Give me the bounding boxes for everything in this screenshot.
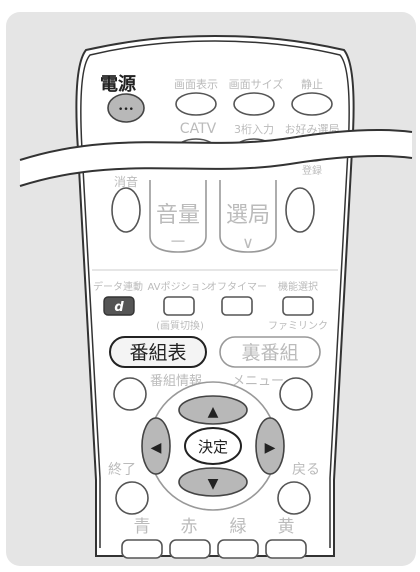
av-position-label: AVポジション xyxy=(147,281,210,293)
screen-display-button[interactable] xyxy=(175,92,217,116)
channel-label: 選局 xyxy=(226,203,270,228)
still-label: 静止 xyxy=(301,77,323,91)
end-label: 終了 xyxy=(108,462,136,478)
dpad-left-button[interactable]: ◀ xyxy=(141,417,171,475)
register-label-partial: 登録 xyxy=(302,164,322,177)
picture-switch-label: (画質切換) xyxy=(156,319,204,332)
back-button[interactable] xyxy=(277,481,311,515)
mute-label-partial: 消音 xyxy=(114,174,138,189)
av-position-button[interactable] xyxy=(163,296,195,316)
mute-button[interactable] xyxy=(111,187,141,233)
program-info-button[interactable] xyxy=(113,377,147,411)
green-label: 緑 xyxy=(230,517,247,537)
epg-button[interactable]: 番組表 xyxy=(109,336,207,368)
off-timer-label: オフタイマー xyxy=(207,281,267,293)
end-button[interactable] xyxy=(115,481,149,515)
up-arrow-icon: ▲ xyxy=(208,404,219,420)
power-label: 電源 xyxy=(100,73,136,95)
blue-label: 青 xyxy=(134,517,151,537)
dpad-up-button[interactable]: ▲ xyxy=(178,395,248,425)
data-link-label: データ連動 xyxy=(93,280,143,293)
dpad-right-button[interactable]: ▶ xyxy=(255,417,285,475)
menu-button[interactable] xyxy=(279,377,313,411)
yellow-button[interactable] xyxy=(265,539,307,559)
down-arrow-icon: ▼ xyxy=(208,476,219,492)
back-label: 戻る xyxy=(292,462,320,478)
red-label: 赤 xyxy=(181,517,198,537)
program-info-label: 番組情報 xyxy=(150,374,202,389)
right-arrow-icon: ▶ xyxy=(265,440,276,456)
enter-label: 決定 xyxy=(198,438,228,456)
blue-button[interactable] xyxy=(121,539,163,559)
reverse-epg-button[interactable]: 裏番組 xyxy=(219,336,321,368)
yellow-label: 黄 xyxy=(278,517,295,537)
reverse-epg-label: 裏番組 xyxy=(241,342,298,364)
volume-rocker[interactable]: 音量 － xyxy=(149,180,207,253)
volume-label: 音量 xyxy=(156,203,200,228)
enter-button[interactable]: 決定 xyxy=(184,427,242,465)
power-button[interactable]: ••• xyxy=(107,93,145,123)
break-band xyxy=(19,129,413,187)
left-arrow-icon: ◀ xyxy=(151,440,162,456)
power-button-dots: ••• xyxy=(118,105,134,115)
channel-rocker[interactable]: 選局 ∨ xyxy=(219,180,277,253)
still-button[interactable] xyxy=(291,92,333,116)
family-link-label: ファミリンク xyxy=(268,320,328,332)
menu-label: メニュー xyxy=(232,374,284,389)
screen-size-label: 画面サイズ xyxy=(229,77,284,91)
d-button[interactable]: d xyxy=(103,296,135,316)
screen-size-button[interactable] xyxy=(233,92,275,116)
volume-minus-icon: － xyxy=(169,232,187,253)
three-digit-label: 3桁入力 xyxy=(234,122,274,136)
d-button-label: d xyxy=(114,300,124,315)
screen-display-label: 画面表示 xyxy=(174,77,218,91)
channel-down-icon: ∨ xyxy=(242,233,254,252)
green-button[interactable] xyxy=(217,539,259,559)
red-button[interactable] xyxy=(169,539,211,559)
dpad-down-button[interactable]: ▼ xyxy=(178,467,248,497)
off-timer-button[interactable] xyxy=(221,296,253,316)
side-right-button[interactable] xyxy=(285,187,315,233)
epg-label: 番組表 xyxy=(129,342,186,364)
function-select-button[interactable] xyxy=(282,296,314,316)
catv-label: CATV xyxy=(180,121,217,137)
function-select-label: 機能選択 xyxy=(278,280,318,293)
